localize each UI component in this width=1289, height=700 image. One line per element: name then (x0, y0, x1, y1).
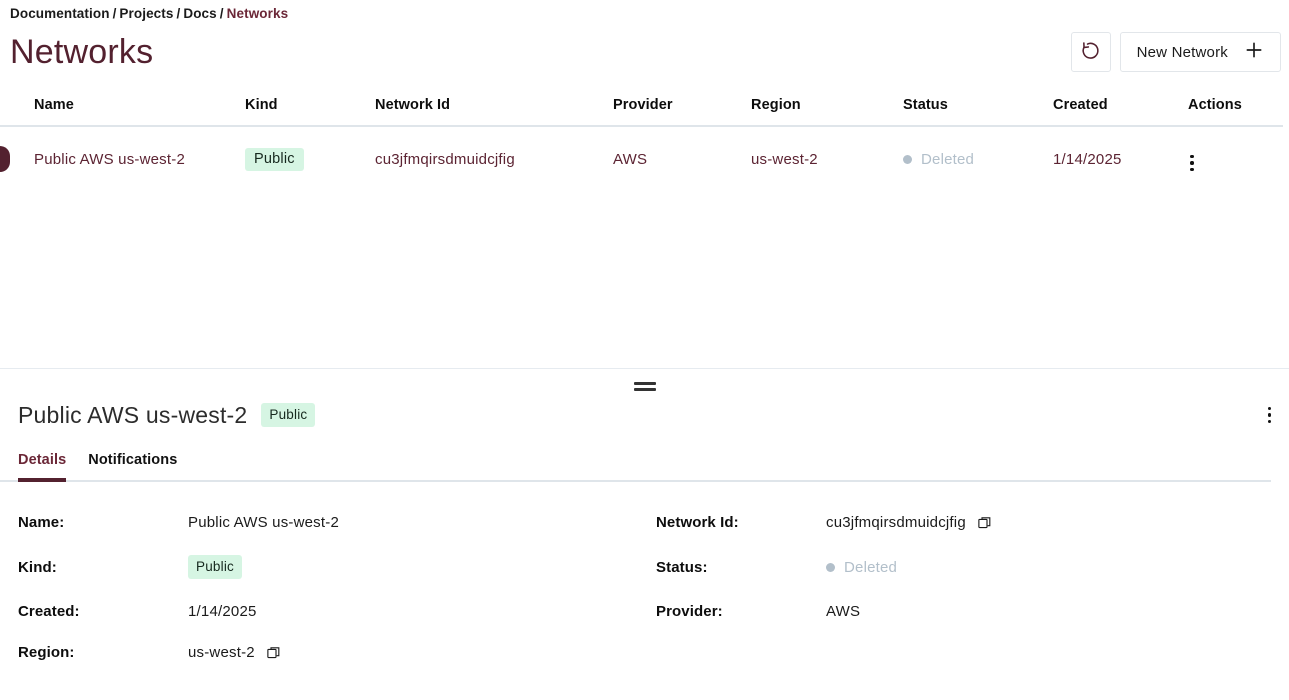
networks-table: Name Kind Network Id Provider Region Sta… (0, 83, 1283, 191)
refresh-icon (1080, 40, 1102, 65)
field-label-name: Name: (18, 514, 65, 531)
status-badge: Deleted (903, 151, 974, 168)
table-header-row: Name Kind Network Id Provider Region Sta… (0, 83, 1283, 127)
field-label-region: Region: (18, 644, 75, 661)
refresh-button[interactable] (1070, 32, 1111, 72)
cell-kind: Public (245, 126, 375, 191)
field-value-created-text: 1/14/2025 (188, 603, 257, 620)
field-label-provider: Provider: (656, 603, 723, 620)
breadcrumb-item-networks[interactable]: Networks (226, 6, 289, 21)
field-label-network-id: Network Id: (656, 514, 739, 531)
new-network-button[interactable]: New Network (1119, 32, 1281, 72)
field-value-name: Public AWS us-west-2 (188, 514, 656, 531)
cell-region: us-west-2 (751, 150, 818, 168)
cell-status: Deleted (903, 126, 1053, 191)
cell-name-text: Public AWS us-west-2 (34, 150, 185, 168)
column-header-created[interactable]: Created (1053, 83, 1188, 127)
cell-provider: AWS (613, 150, 648, 168)
detail-tabs: Details Notifications (0, 436, 1271, 482)
page-header: Networks New Network (0, 21, 1289, 83)
column-header-name[interactable]: Name (0, 83, 245, 127)
column-header-actions: Actions (1188, 83, 1283, 127)
column-header-region[interactable]: Region (751, 83, 903, 127)
field-label-status: Status: (656, 558, 708, 576)
table-row[interactable]: Public AWS us-west-2 Public cu3jfmqirsdm… (0, 126, 1283, 191)
status-dot-icon (903, 154, 912, 164)
field-value-name-text: Public AWS us-west-2 (188, 514, 339, 531)
field-value-status: Deleted (826, 559, 1281, 576)
status-text: Deleted (921, 150, 975, 168)
tab-details[interactable]: Details (18, 452, 67, 482)
detail-panel: Public AWS us-west-2 Public Details Noti… (0, 394, 1289, 700)
cell-created: 1/14/2025 (1053, 150, 1122, 168)
row-selected-indicator (0, 145, 10, 172)
detail-title: Public AWS us-west-2 (18, 401, 248, 428)
field-value-provider-text: AWS (826, 603, 861, 620)
page-title: Networks (10, 33, 154, 71)
detail-fields-grid: Name: Public AWS us-west-2 Network Id: c… (0, 482, 1281, 661)
row-kebab-menu-icon[interactable] (1188, 153, 1196, 174)
breadcrumb-item-projects[interactable]: Projects (119, 6, 174, 21)
field-value-kind: Public (188, 555, 656, 579)
new-network-label: New Network (1136, 43, 1228, 61)
field-value-network-id: cu3jfmqirsdmuidcjfig (826, 514, 1281, 531)
column-header-provider[interactable]: Provider (613, 83, 751, 127)
field-label-kind: Kind: (18, 558, 57, 576)
column-header-kind[interactable]: Kind (245, 83, 375, 127)
field-value-region-text: us-west-2 (188, 644, 255, 661)
column-header-network-id[interactable]: Network Id (375, 83, 613, 127)
detail-panel-header: Public AWS us-west-2 Public (0, 394, 1281, 436)
plus-icon (1244, 40, 1264, 64)
detail-kebab-menu-icon[interactable] (1266, 405, 1274, 426)
detail-status-text: Deleted (844, 558, 898, 576)
kind-badge: Public (245, 147, 304, 171)
column-header-status[interactable]: Status (903, 83, 1053, 127)
cell-name[interactable]: Public AWS us-west-2 (0, 126, 245, 191)
splitter-handle-icon[interactable] (633, 381, 656, 391)
breadcrumb-item-documentation[interactable]: Documentation (10, 6, 110, 21)
field-value-created: 1/14/2025 (188, 603, 656, 620)
cell-actions (1188, 126, 1283, 191)
field-value-network-id-text: cu3jfmqirsdmuidcjfig (826, 514, 966, 531)
panel-splitter[interactable] (0, 368, 1289, 394)
detail-status-badge: Deleted (826, 559, 897, 576)
breadcrumb: Documentation/Projects/Docs/Networks (0, 0, 1289, 21)
status-dot-icon (826, 562, 835, 572)
field-value-provider: AWS (826, 603, 1281, 620)
header-actions: New Network (1070, 32, 1281, 72)
field-value-region: us-west-2 (188, 644, 656, 661)
detail-title-row: Public AWS us-west-2 Public (18, 401, 316, 429)
copy-icon[interactable] (266, 645, 281, 660)
detail-kind-badge: Public (261, 403, 316, 427)
networks-table-container: Name Kind Network Id Provider Region Sta… (0, 83, 1289, 191)
cell-network-id: cu3jfmqirsdmuidcjfig (375, 150, 515, 168)
breadcrumb-separator: / (219, 6, 224, 21)
breadcrumb-separator: / (176, 6, 181, 21)
breadcrumb-item-docs[interactable]: Docs (183, 6, 217, 21)
field-label-created: Created: (18, 603, 80, 620)
copy-icon[interactable] (977, 515, 992, 530)
tab-notifications[interactable]: Notifications (88, 452, 178, 468)
field-kind-badge: Public (188, 555, 242, 579)
breadcrumb-separator: / (112, 6, 117, 21)
